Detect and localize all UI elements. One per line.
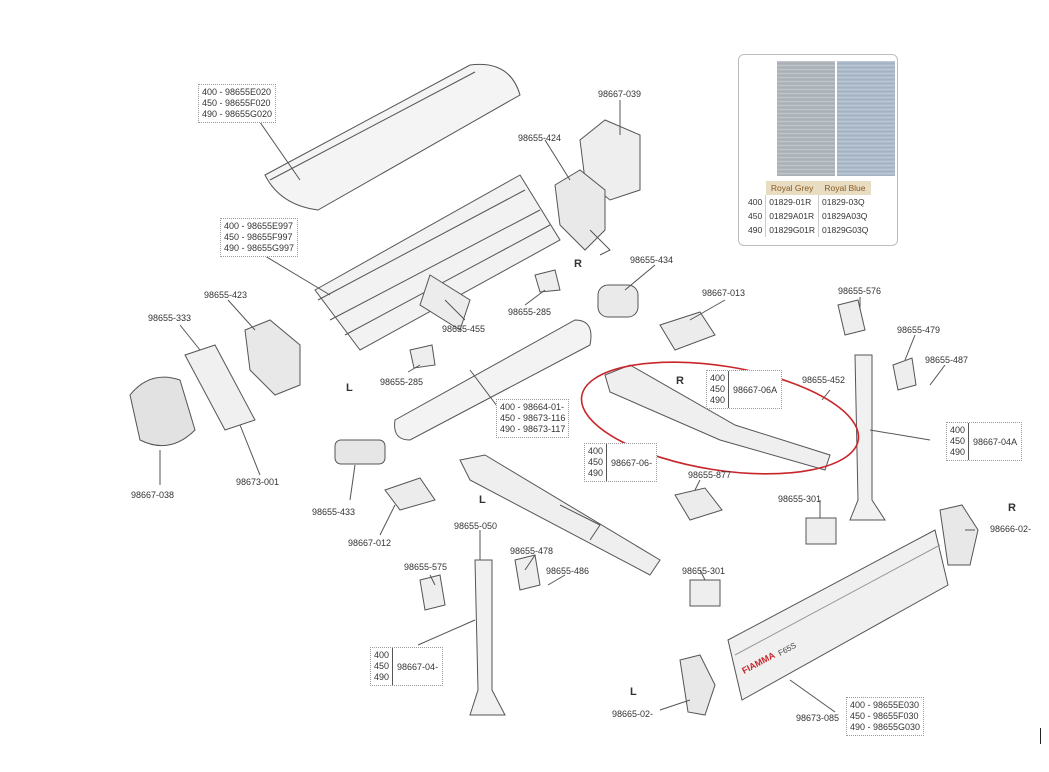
right-arm-assembly-part — [604, 364, 831, 471]
part-301b — [689, 579, 721, 607]
left-bracket-423-part — [244, 319, 301, 396]
part-label: 98655-433 — [312, 507, 356, 517]
part-label: 98655-479 — [897, 325, 941, 335]
part-label: 98665-02- — [612, 709, 654, 719]
bracket-479-part — [892, 357, 917, 391]
bracket-478-part — [514, 554, 541, 591]
royal-grey-swatch — [777, 61, 835, 176]
part-label: 98655-434 — [630, 255, 674, 265]
foot-575-part — [419, 574, 446, 611]
text-cursor — [1040, 728, 1041, 744]
fabric-header: Royal Blue — [818, 181, 872, 195]
end-cap-right-part — [939, 504, 979, 566]
part-label: 98673-085 — [796, 713, 840, 723]
spring-end-part — [334, 439, 386, 465]
part-label: 98655-050 — [454, 521, 498, 531]
part-label: 98667-012 — [348, 538, 392, 548]
left-leg-part — [469, 559, 506, 716]
part-label: 98655-333 — [148, 313, 192, 323]
part-label: 98666-02- — [990, 524, 1032, 534]
crank-333-part — [184, 344, 256, 431]
left-cover-038-part — [129, 376, 196, 447]
side-marker-left: L — [630, 686, 637, 698]
part-label: 98655-487 — [925, 355, 969, 365]
case-housing-part — [314, 174, 561, 351]
side-marker-right: R — [676, 375, 684, 387]
clip-285-part — [534, 269, 561, 293]
part-label: 98655-285 — [508, 307, 552, 317]
side-marker-left: L — [479, 494, 486, 506]
fabric-header: Royal Grey — [765, 181, 819, 195]
roller-tube-part — [394, 319, 592, 441]
part-label: 98655-424 — [518, 133, 562, 143]
part-label: 98667-038 — [131, 490, 175, 500]
side-marker-right: R — [1008, 502, 1016, 514]
end-cap-left-part — [679, 654, 716, 716]
royal-blue-swatch — [837, 61, 895, 176]
highlight-ellipse — [580, 361, 860, 475]
part-label: 98655-486 — [546, 566, 590, 576]
part-label: 98655-455 — [442, 324, 486, 334]
part-label: 98655-423 — [204, 290, 248, 300]
side-marker-right: R — [574, 258, 582, 270]
bracket-424-part — [554, 169, 606, 251]
bracket-877-part — [674, 487, 723, 521]
bracket-013-part — [659, 311, 716, 351]
part-label: 98655-301 — [682, 566, 726, 576]
part-label: 98655-575 — [404, 562, 448, 572]
right-leg-part — [849, 354, 886, 521]
front-cover-part — [264, 63, 521, 211]
part-label: 98655-576 — [838, 286, 882, 296]
foot-576-part — [837, 299, 866, 336]
part-label: 98655-877 — [688, 470, 732, 480]
part-label: 98655-478 — [510, 546, 554, 556]
part-label: 98655-301 — [778, 494, 822, 504]
part-label: 98667-013 — [702, 288, 746, 298]
motor-part — [597, 284, 639, 318]
side-marker-left: L — [346, 382, 353, 394]
left-arm-assembly-part — [459, 454, 661, 576]
part-301a — [805, 517, 837, 545]
part-label: 98673-001 — [236, 477, 280, 487]
lead-rail-part — [727, 529, 949, 701]
clip-285b-part — [409, 344, 436, 369]
part-label: 98655-452 — [802, 375, 846, 385]
bracket-012-part — [384, 477, 436, 511]
part-label: 98655-285 — [380, 377, 424, 387]
part-label: 98667-039 — [598, 89, 642, 99]
